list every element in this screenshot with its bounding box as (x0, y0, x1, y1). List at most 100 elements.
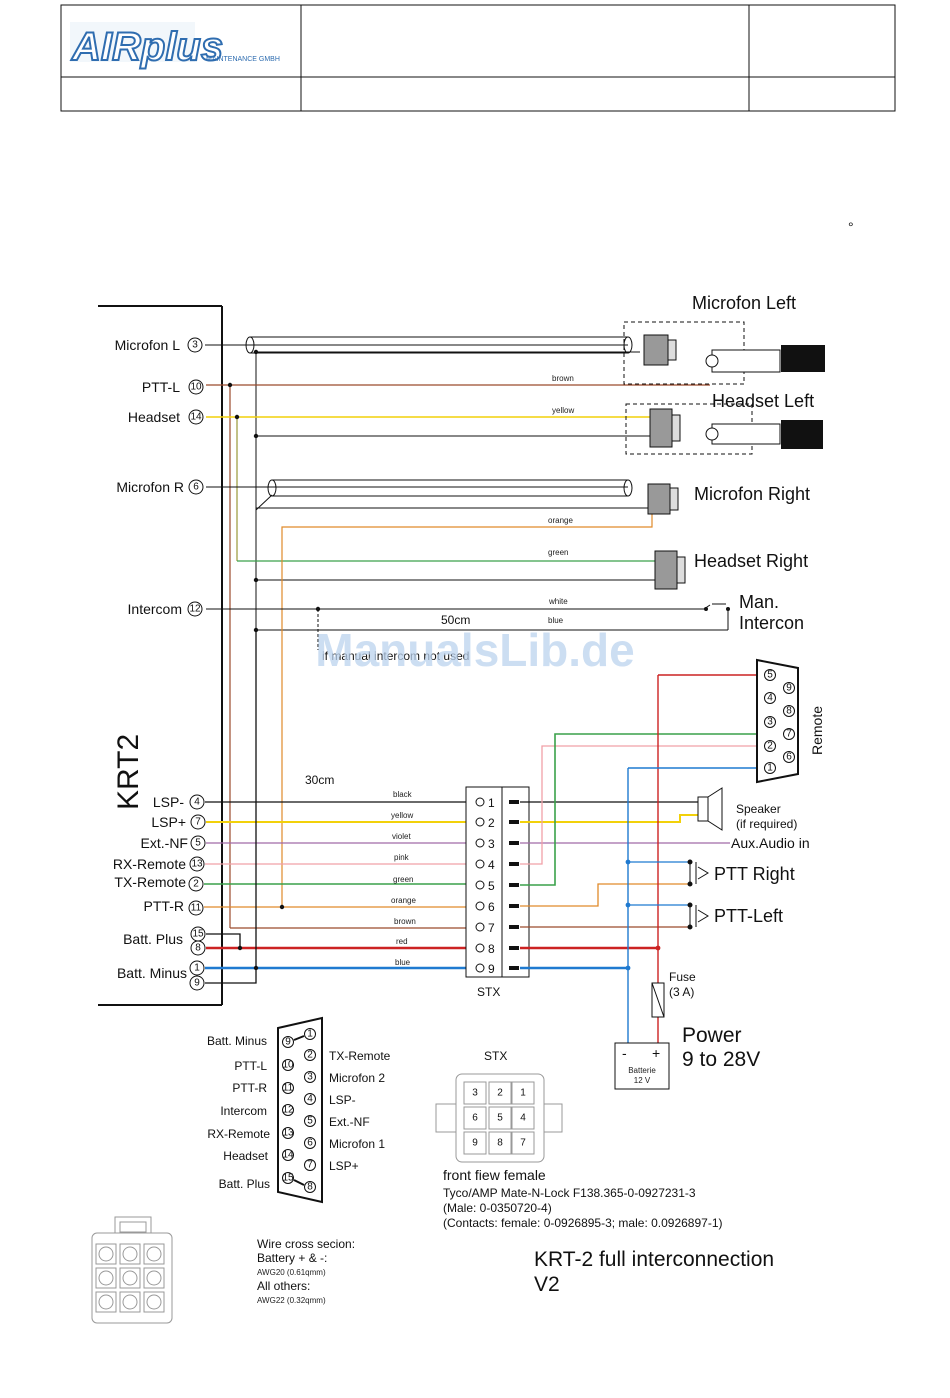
wire-label: blue (395, 958, 411, 967)
sub-label-right: TX-Remote (329, 1049, 391, 1063)
aux-label: Aux.Audio in (731, 835, 810, 851)
battery-plus: + (652, 1045, 660, 1061)
wire-label: green (393, 875, 413, 884)
sub-label-left: RX-Remote (207, 1127, 270, 1141)
sub-label-right: Microfon 2 (329, 1071, 385, 1085)
stx-pin: 7 (488, 921, 495, 935)
stx-part-number: Tyco/AMP Mate-N-Lock F138.365-0-0927231-… (443, 1186, 696, 1200)
stx-grid-pin: 3 (472, 1088, 478, 1099)
degree-mark: ° (848, 219, 854, 235)
sub-label-left: Batt. Plus (219, 1177, 270, 1191)
top-wires (205, 336, 728, 928)
wire-label: white (548, 597, 568, 606)
man-intercom-label: Man. (739, 592, 779, 612)
battery-voltage: 12 V (634, 1076, 651, 1085)
stx-pin: 4 (488, 858, 495, 872)
pin-label-batt-plus: Batt. Plus (123, 931, 183, 947)
stx-front-view: STX 3 2 1 6 5 4 9 8 7 front fiew female … (435, 1049, 723, 1230)
pin-num: 4 (194, 797, 200, 808)
pin-label-ptt-l: PTT-L (142, 379, 180, 395)
remote-pin: 6 (786, 752, 792, 763)
power-range: 9 to 28V (682, 1048, 760, 1071)
company-logo: AIRplus MAINTENANCE GMBH (70, 22, 280, 70)
pin-label-microfon-l: Microfon L (115, 337, 181, 353)
sub-label-right: LSP+ (329, 1159, 359, 1173)
sub-pin: 15 (282, 1173, 294, 1184)
sub-pin: 2 (307, 1050, 313, 1061)
stx-grid-pin: 5 (497, 1113, 503, 1124)
krt2-device: KRT2 (98, 305, 223, 1006)
sub-label-right: LSP- (329, 1093, 356, 1107)
stx-detail-title: STX (484, 1049, 507, 1063)
stx-grid-pin: 9 (472, 1138, 478, 1149)
device-name: KRT2 (112, 734, 145, 810)
pin-num: 9 (194, 978, 200, 989)
fuse-rating: (3 A) (669, 985, 694, 999)
remote-pin: 7 (786, 729, 792, 740)
stx-male-part: (Male: 0-0350720-4) (443, 1201, 552, 1215)
sub-label-left: PTT-L (234, 1059, 267, 1073)
pin-num: 11 (191, 903, 202, 914)
pin-num: 5 (195, 838, 201, 849)
remote-pin: 5 (767, 670, 773, 681)
top-wire-labels: brown yellow orange green white blue 50c… (322, 374, 574, 663)
jack-labels: Microfon Left Headset Left Microfon Righ… (692, 293, 814, 633)
headset-right-label: Headset Right (694, 551, 808, 571)
sub-pin: 4 (307, 1094, 313, 1105)
stx-grid-pin: 8 (497, 1138, 503, 1149)
wire-label: yellow (391, 811, 413, 820)
wire-label: violet (392, 832, 411, 841)
header-table (60, 4, 896, 112)
sub-pin: 3 (307, 1072, 313, 1083)
sub-pin: 5 (307, 1116, 313, 1127)
sub-pin: 11 (283, 1083, 294, 1094)
stx-grid-pin: 4 (520, 1113, 526, 1124)
sub-pin: 10 (282, 1060, 294, 1071)
wire-label: brown (394, 917, 416, 926)
sub-label-left: Intercom (220, 1104, 267, 1118)
watermark: ManualsLib.de (315, 624, 634, 676)
headset-left-label: Headset Left (712, 391, 814, 411)
pin-label-batt-minus: Batt. Minus (117, 965, 187, 981)
stx-pin: 5 (488, 879, 495, 893)
battery-label: Batterie (628, 1066, 656, 1075)
stx-pin: 2 (488, 816, 495, 830)
wire-note: AWG22 (0.32qmm) (257, 1296, 326, 1305)
ptt-right-label: PTT Right (714, 864, 795, 884)
note-label: if manual intercom not used (322, 649, 469, 663)
sub-pin: 9 (285, 1037, 291, 1048)
logo-subtext: MAINTENANCE GMBH (206, 56, 280, 63)
pin-num: 15 (192, 929, 204, 940)
speaker-label: Speaker (736, 802, 781, 816)
stx-contacts: (Contacts: female: 0-0926895-3; male: 0.… (443, 1216, 723, 1230)
sub-label-left: Headset (223, 1149, 268, 1163)
right-wires (520, 674, 762, 1043)
logo-text: AIRplus (71, 25, 223, 69)
wire-note: Battery + & -: (257, 1251, 327, 1265)
remote-pin: 3 (767, 717, 773, 728)
fuse-icon (651, 982, 665, 1018)
speaker-icon (697, 787, 723, 831)
pin-num: 10 (190, 382, 202, 393)
pin-num: 6 (193, 482, 199, 493)
stx-pin: 8 (488, 942, 495, 956)
remote-pin: 8 (786, 706, 792, 717)
stx-pin: 9 (488, 962, 495, 976)
fuse-label: Fuse (669, 970, 696, 984)
sub-label-right: Ext.-NF (329, 1115, 370, 1129)
battery-minus: - (622, 1045, 627, 1061)
pin-label-ext-nf: Ext.-NF (141, 835, 188, 851)
device-pins-bottom: LSP- 4 LSP+ 7 Ext.-NF 5 RX-Remote 13 TX-… (113, 794, 206, 991)
pin-num: 12 (189, 604, 201, 615)
sub-label-right: Microfon 1 (329, 1137, 385, 1151)
sub-pin: 12 (282, 1105, 294, 1116)
pin-label-lsp-minus: LSP- (153, 794, 184, 810)
pin-num: 1 (194, 963, 200, 974)
length-30-label: 30cm (305, 773, 334, 787)
remote-label: Remote (809, 706, 825, 755)
sub-pin: 13 (282, 1128, 294, 1139)
pin-num: 3 (192, 340, 198, 351)
pin-num: 7 (195, 817, 201, 828)
sub-pin: 7 (307, 1160, 313, 1171)
diagram-version: V2 (534, 1273, 560, 1296)
